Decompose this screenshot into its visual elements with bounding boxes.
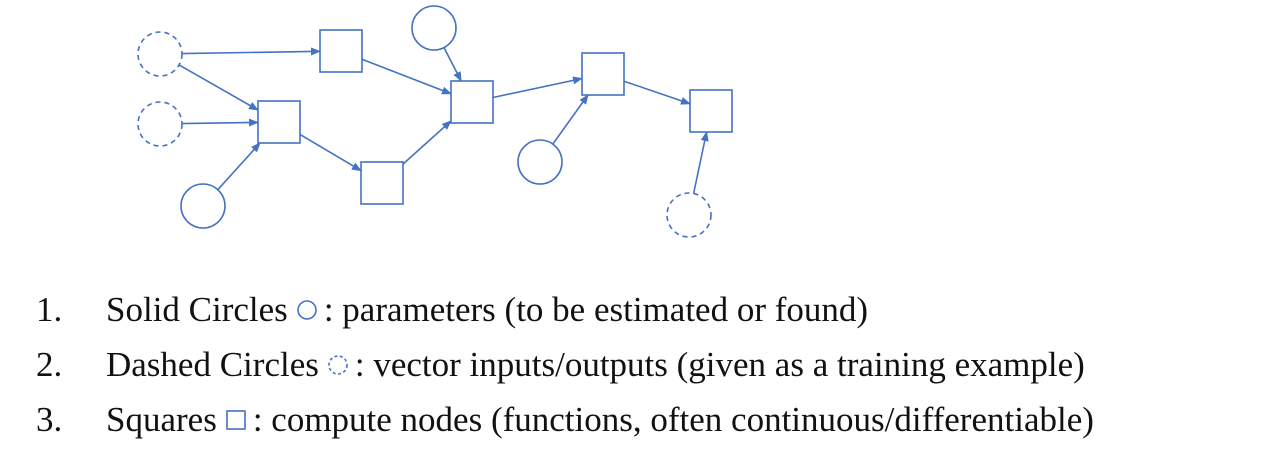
edges — [178, 47, 709, 194]
compute-node-square — [319, 29, 363, 73]
compute-node-square — [257, 100, 301, 144]
nodes — [137, 5, 733, 238]
edge-in1-to-sq2 — [178, 64, 259, 111]
input-output-dashed-circle — [137, 101, 183, 147]
compute-node-square — [581, 52, 625, 96]
edge-in2-to-sq2 — [181, 118, 259, 127]
parameter-solid-circle — [180, 183, 226, 229]
input-output-dashed-circle — [137, 31, 183, 77]
parameter-solid-circle — [517, 139, 563, 185]
input-output-dashed-circle — [666, 192, 712, 238]
edge-sq1-to-sq4 — [361, 58, 452, 95]
compute-node-square — [689, 89, 733, 133]
edge-sq4-to-sq5 — [492, 76, 583, 99]
edge-sq5-to-sq6 — [623, 80, 691, 105]
compute-node-square — [450, 80, 494, 124]
edge-sq2-to-sq3 — [299, 133, 362, 172]
edge-sq3-to-sq4 — [402, 120, 452, 165]
edge-in1-to-sq1 — [181, 47, 321, 56]
edge-out1-to-sq6 — [692, 131, 709, 194]
edge-p1-to-sq2 — [217, 142, 261, 191]
compute-node-square — [360, 161, 404, 205]
parameter-solid-circle — [411, 5, 457, 51]
edge-p3-to-sq5 — [552, 94, 589, 145]
edge-p2-to-sq4 — [443, 47, 462, 82]
